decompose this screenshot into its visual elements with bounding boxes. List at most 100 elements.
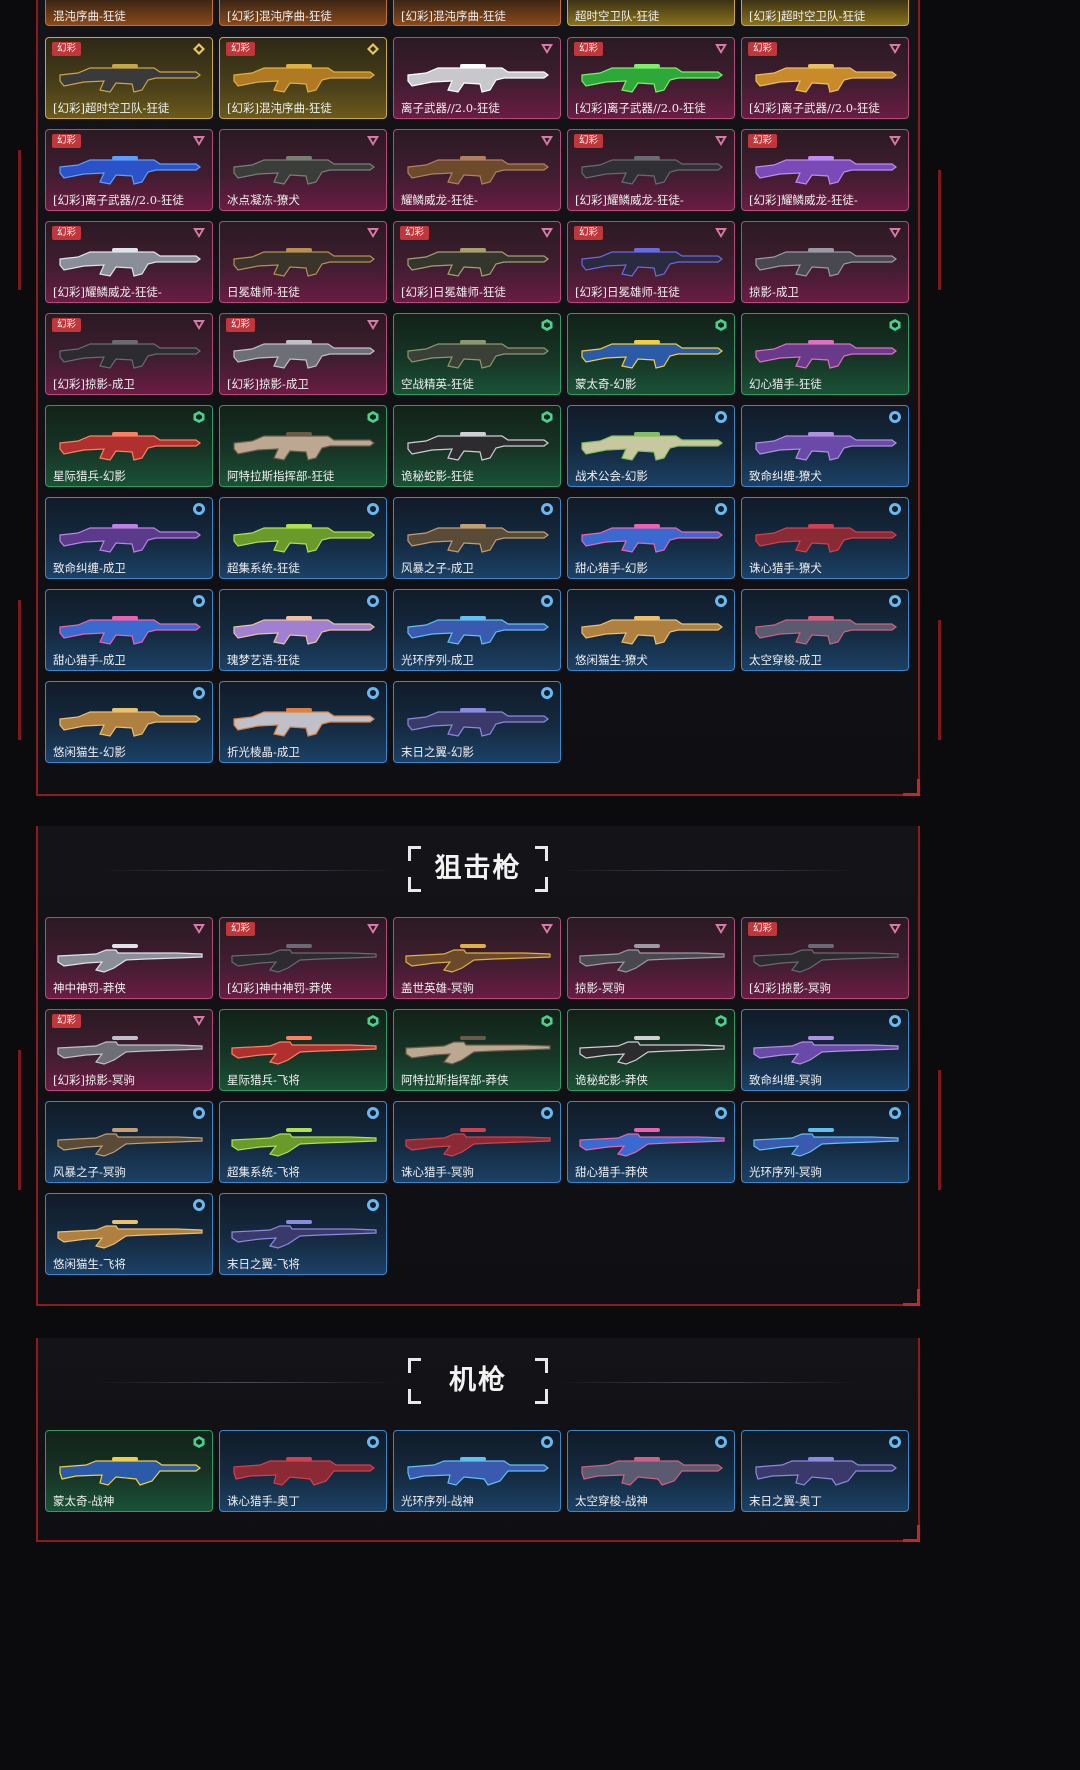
weapon-card[interactable]: 幻彩[幻彩]混沌序曲-狂徒 <box>219 37 387 119</box>
circle-icon <box>366 595 379 607</box>
weapon-card[interactable]: 甜心猎手-莽侠 <box>567 1101 735 1183</box>
weapon-card[interactable]: 星际猎兵-幻影 <box>45 405 213 487</box>
hexagon-icon <box>367 411 379 423</box>
weapon-card-partial[interactable]: [幻彩]混沌序曲-狂徒 <box>393 0 561 26</box>
sniper-grid: 神中神罚-莽侠幻彩[幻彩]神中神罚-莽侠盖世英雄-冥驹掠影-冥驹幻彩[幻彩]掠影… <box>45 917 909 1275</box>
weapon-card[interactable]: 甜心猎手-成卫 <box>45 589 213 671</box>
weapon-card[interactable]: 悠闲猫生-飞将 <box>45 1193 213 1275</box>
weapon-card[interactable]: 离子武器//2.0-狂徒 <box>393 37 561 119</box>
sniper-title-text: 狙击枪 <box>434 853 522 884</box>
hexagon-icon <box>715 1015 727 1027</box>
weapon-card[interactable]: 致命纠缠-冥驹 <box>741 1009 909 1091</box>
weapon-skin-image <box>755 616 897 645</box>
weapon-card[interactable]: 光环序列-成卫 <box>393 589 561 671</box>
weapon-card[interactable]: 悠闲猫生-獠犬 <box>567 589 735 671</box>
circle-icon <box>366 1199 379 1211</box>
weapon-name: [幻彩]超时空卫队-狂徒 <box>53 101 170 115</box>
weapon-card[interactable]: 诛心猎手-獠犬 <box>741 497 909 579</box>
weapon-card-partial[interactable]: [幻彩]超时空卫队-狂徒 <box>741 0 909 26</box>
weapon-name: 末日之翼-飞将 <box>227 1257 300 1271</box>
weapon-card[interactable]: 盖世英雄-冥驹 <box>393 917 561 999</box>
weapon-card[interactable]: 幻彩[幻彩]神中神罚-莽侠 <box>219 917 387 999</box>
weapon-card[interactable]: 幻彩[幻彩]耀鳞威龙-狂徒- <box>45 221 213 303</box>
weapon-card[interactable]: 掠影-成卫 <box>741 221 909 303</box>
weapon-card[interactable]: 星际猎兵-飞将 <box>219 1009 387 1091</box>
weapon-card[interactable]: 甜心猎手-幻影 <box>567 497 735 579</box>
weapon-card[interactable]: 神中神罚-莽侠 <box>45 917 213 999</box>
weapon-card[interactable]: 耀鳞威龙-狂徒- <box>393 129 561 211</box>
weapon-card-partial[interactable]: 混沌序曲-狂徒 <box>45 0 213 26</box>
weapon-card[interactable]: 冰点凝冻-獠犬 <box>219 129 387 211</box>
weapon-card[interactable]: 致命纠缠-獠犬 <box>741 405 909 487</box>
weapon-card[interactable]: 幻彩[幻彩]掠影-成卫 <box>45 313 213 395</box>
weapon-card[interactable]: 超集系统-飞将 <box>219 1101 387 1183</box>
weapon-name: 盖世英雄-冥驹 <box>401 981 474 995</box>
weapon-skin-image <box>579 1036 725 1065</box>
weapon-name: 蒙太奇-幻影 <box>575 377 637 391</box>
left-deco-bar <box>18 150 21 290</box>
weapon-card[interactable]: 幻彩[幻彩]超时空卫队-狂徒 <box>45 37 213 119</box>
weapon-card-partial[interactable]: 超时空卫队-狂徒 <box>567 0 735 26</box>
weapon-name: 光环序列-成卫 <box>401 653 474 667</box>
weapon-name: 诛心猎手-奥丁 <box>227 1494 300 1508</box>
triangle-icon <box>193 136 205 146</box>
right-deco-bar <box>938 170 941 290</box>
weapon-card[interactable]: 致命纠缠-成卫 <box>45 497 213 579</box>
weapon-skin-image <box>755 1457 897 1486</box>
weapon-card[interactable]: 幻彩[幻彩]离子武器//2.0-狂徒 <box>741 37 909 119</box>
weapon-name: [幻彩]掠影-冥驹 <box>53 1073 135 1087</box>
weapon-card[interactable]: 风暴之子-成卫 <box>393 497 561 579</box>
weapon-name: [幻彩]日冕雄师-狂徒 <box>401 285 506 299</box>
weapon-card[interactable]: 太空穿梭-成卫 <box>741 589 909 671</box>
weapon-skin-image <box>233 248 375 277</box>
prismatic-badge: 幻彩 <box>52 134 82 148</box>
weapon-card[interactable]: 幻彩[幻彩]离子武器//2.0-狂徒 <box>567 37 735 119</box>
weapon-card[interactable]: 幻彩[幻彩]耀鳞威龙-狂徒- <box>741 129 909 211</box>
weapon-card[interactable]: 阿特拉斯指挥部-莽侠 <box>393 1009 561 1091</box>
sniper-section-title: 狙击枪 <box>408 846 548 892</box>
weapon-name: 致命纠缠-成卫 <box>53 561 126 575</box>
weapon-card[interactable]: 阿特拉斯指挥部-狂徒 <box>219 405 387 487</box>
weapon-card[interactable]: 末日之翼-幻影 <box>393 681 561 763</box>
weapon-card[interactable]: 光环序列-战神 <box>393 1430 561 1512</box>
weapon-card[interactable]: 幻彩[幻彩]掠影-冥驹 <box>45 1009 213 1091</box>
weapon-card[interactable]: 蒙太奇-幻影 <box>567 313 735 395</box>
weapon-name: 甜心猎手-莽侠 <box>575 1165 648 1179</box>
header-line-left <box>98 1382 398 1383</box>
weapon-name: [幻彩]混沌序曲-狂徒 <box>401 9 506 23</box>
weapon-card[interactable]: 幻彩[幻彩]日冕雄师-狂徒 <box>567 221 735 303</box>
weapon-card[interactable]: 战术公会-幻影 <box>567 405 735 487</box>
weapon-card[interactable]: 风暴之子-冥驹 <box>45 1101 213 1183</box>
mg-section-title: 机枪 <box>408 1358 548 1404</box>
weapon-card-partial[interactable]: [幻彩]混沌序曲-狂徒 <box>219 0 387 26</box>
weapon-card[interactable]: 空战精英-狂徒 <box>393 313 561 395</box>
weapon-card[interactable]: 幻心猎手-狂徒 <box>741 313 909 395</box>
weapon-card[interactable]: 诡秘蛇影-狂徒 <box>393 405 561 487</box>
weapon-card[interactable]: 末日之翼-飞将 <box>219 1193 387 1275</box>
weapon-skin-image <box>59 708 201 737</box>
weapon-card[interactable]: 日冕雄师-狂徒 <box>219 221 387 303</box>
weapon-card[interactable]: 光环序列-冥驹 <box>741 1101 909 1183</box>
weapon-name: 神中神罚-莽侠 <box>53 981 126 995</box>
weapon-card[interactable]: 幻彩[幻彩]掠影-成卫 <box>219 313 387 395</box>
weapon-card[interactable]: 超集系统-狂徒 <box>219 497 387 579</box>
circle-icon <box>888 1015 901 1027</box>
weapon-card[interactable]: 悠闲猫生-幻影 <box>45 681 213 763</box>
weapon-name: 星际猎兵-幻影 <box>53 469 126 483</box>
prismatic-badge: 幻彩 <box>574 226 604 240</box>
weapon-card[interactable]: 幻彩[幻彩]耀鳞威龙-狂徒- <box>567 129 735 211</box>
weapon-card[interactable]: 幻彩[幻彩]掠影-冥驹 <box>741 917 909 999</box>
circle-icon <box>714 411 727 423</box>
weapon-card[interactable]: 太空穿梭-战神 <box>567 1430 735 1512</box>
weapon-card[interactable]: 末日之翼-奥丁 <box>741 1430 909 1512</box>
weapon-card[interactable]: 幻彩[幻彩]日冕雄师-狂徒 <box>393 221 561 303</box>
weapon-card[interactable]: 诛心猎手-冥驹 <box>393 1101 561 1183</box>
weapon-card[interactable]: 幻彩[幻彩]离子武器//2.0-狂徒 <box>45 129 213 211</box>
weapon-card[interactable]: 折光棱晶-成卫 <box>219 681 387 763</box>
weapon-card[interactable]: 掠影-冥驹 <box>567 917 735 999</box>
weapon-card[interactable]: 诛心猎手-奥丁 <box>219 1430 387 1512</box>
weapon-card[interactable]: 瑰梦艺语-狂徒 <box>219 589 387 671</box>
weapon-card[interactable]: 诡秘蛇影-莽侠 <box>567 1009 735 1091</box>
weapon-skin-image <box>755 64 897 93</box>
weapon-card[interactable]: 蒙太奇-战神 <box>45 1430 213 1512</box>
